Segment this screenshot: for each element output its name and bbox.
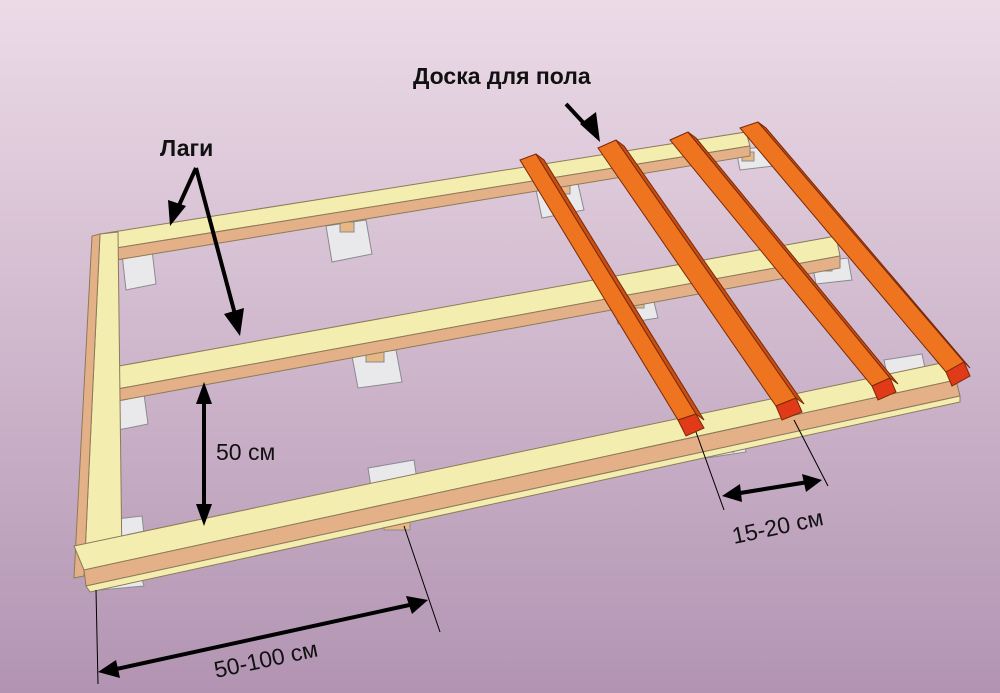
floor-board [597, 139, 805, 421]
label-joists: Лаги [160, 135, 213, 161]
arrow-heads [98, 112, 822, 678]
extension-lines [95, 419, 829, 685]
label-floor-board: Доска для пола [413, 63, 591, 89]
floor-board [739, 121, 971, 387]
floor-board [669, 131, 899, 401]
support-pad [325, 219, 373, 263]
label-joist-spacing: 50 см [216, 439, 275, 465]
dimension-arrow-board-spacing [733, 480, 809, 496]
dimension-arrow-support-spacing [111, 602, 415, 672]
floor-board [519, 153, 705, 437]
floor-boards [519, 121, 971, 437]
joist-frame [73, 131, 961, 593]
pointer-arrow-joist-middle [194, 167, 238, 319]
